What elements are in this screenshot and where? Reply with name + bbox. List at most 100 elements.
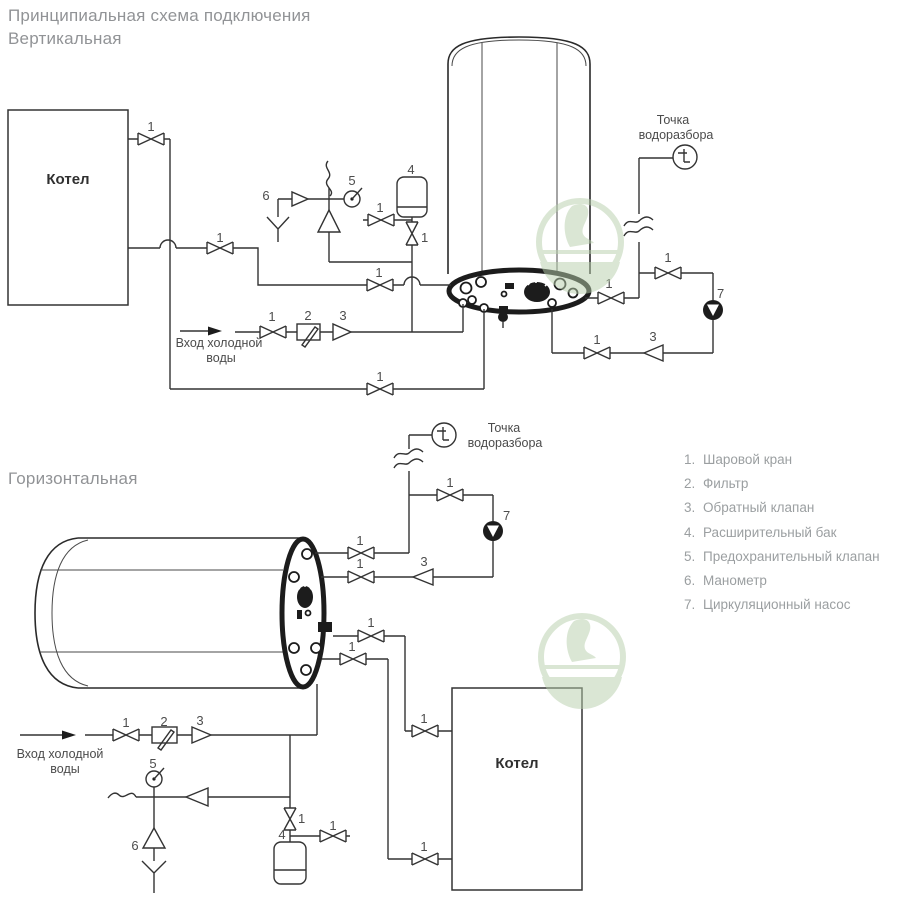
marker-1: 1 bbox=[446, 475, 453, 490]
marker-3: 3 bbox=[339, 308, 346, 323]
expansion-tank-bottom bbox=[273, 841, 307, 885]
ball-valve bbox=[112, 728, 140, 742]
cold-inlet-text-1: Вход холодной bbox=[176, 336, 263, 350]
section-title-horizontal: Горизонтальная bbox=[8, 469, 138, 488]
cold-water-inlet-bottom: Вход холодной воды bbox=[17, 730, 104, 776]
tank-rolled-edge bbox=[51, 539, 89, 687]
legend-item: 1.Шаровой кран bbox=[684, 452, 792, 467]
marker-1: 1 bbox=[593, 332, 600, 347]
marker-4: 4 bbox=[407, 162, 414, 177]
thermostat-knob bbox=[524, 282, 550, 302]
pipe-runs-vertical-scheme bbox=[128, 138, 714, 390]
tank-seams bbox=[481, 43, 558, 272]
boiler-box bbox=[7, 109, 129, 306]
relief-valve-icon bbox=[141, 826, 167, 849]
filter-bottom bbox=[151, 726, 178, 751]
cold-inlet-text-2: воды bbox=[206, 351, 235, 365]
page-title: Принципиальная схема подключения bbox=[8, 6, 311, 25]
marker-3: 3 bbox=[420, 554, 427, 569]
marker-1: 1 bbox=[356, 556, 363, 571]
ball-valve bbox=[366, 382, 394, 396]
marker-1: 1 bbox=[376, 369, 383, 384]
ball-valves-vertical-scheme bbox=[137, 132, 682, 396]
watermark-logo-bottom bbox=[538, 613, 626, 709]
safety-group-top bbox=[266, 160, 363, 262]
gauge-needle bbox=[153, 767, 165, 780]
ball-valve bbox=[597, 291, 625, 305]
legend-item: 7.Циркуляционный насос bbox=[684, 597, 851, 612]
marker-1: 1 bbox=[375, 265, 382, 280]
pipe-break-icon bbox=[107, 792, 137, 799]
marker-6: 6 bbox=[131, 838, 138, 853]
cold-inlet-text-1: Вход холодной bbox=[17, 747, 104, 761]
ball-valve bbox=[411, 852, 439, 866]
pipe-break-icon bbox=[623, 216, 654, 237]
flange-details bbox=[288, 548, 332, 676]
check-valve bbox=[184, 786, 209, 808]
check-valve bbox=[332, 322, 353, 342]
drain-funnel-icon bbox=[141, 860, 167, 893]
filter-mesh-icon bbox=[301, 326, 319, 348]
ball-valve bbox=[339, 652, 367, 666]
flow-arrow-icon bbox=[208, 326, 222, 336]
ball-valve bbox=[347, 570, 375, 584]
marker-2: 2 bbox=[304, 308, 311, 323]
flange-details bbox=[458, 276, 579, 328]
ball-valve bbox=[347, 546, 375, 560]
filter-mesh-icon bbox=[157, 729, 175, 751]
tank-body bbox=[447, 36, 591, 274]
legend-item: 3.Обратный клапан bbox=[684, 500, 814, 515]
draw-off-point-bottom: Точка водоразбора bbox=[431, 421, 542, 450]
marker-2: 2 bbox=[160, 714, 167, 729]
marker-1: 1 bbox=[298, 811, 305, 826]
markers-horizontal-scheme: 1 1 1 3 7 1 1 1 1 1 1 4 1 2 3 5 6 bbox=[122, 475, 510, 854]
marker-1: 1 bbox=[268, 309, 275, 324]
marker-3: 3 bbox=[649, 329, 656, 344]
pipe-runs-horizontal-scheme bbox=[85, 434, 494, 861]
pipe-break-icon bbox=[393, 448, 424, 469]
marker-7: 7 bbox=[717, 286, 724, 301]
tap-icon bbox=[431, 422, 457, 448]
marker-4: 4 bbox=[278, 827, 285, 842]
drain-fitting bbox=[499, 306, 508, 312]
marker-1: 1 bbox=[356, 533, 363, 548]
filter-top bbox=[296, 323, 321, 348]
circulation-pump-bottom bbox=[483, 521, 503, 541]
scheme-vertical: Котел bbox=[7, 36, 724, 396]
marker-1: 1 bbox=[367, 615, 374, 630]
marker-1: 1 bbox=[421, 230, 428, 245]
scheme-horizontal: Котел Вход холодной воды bbox=[17, 421, 583, 893]
tap-icon bbox=[672, 144, 698, 170]
legend-item: 6.Манометр bbox=[684, 573, 767, 588]
tank-body bbox=[34, 537, 302, 689]
marker-5: 5 bbox=[348, 173, 355, 188]
legend-item: 4.Расширительный бак bbox=[684, 525, 837, 540]
ball-valve bbox=[259, 325, 287, 339]
tap-text-1: Точка bbox=[488, 421, 521, 435]
spring-icon bbox=[325, 160, 333, 197]
marker-1: 1 bbox=[605, 276, 612, 291]
boiler-label: Котел bbox=[495, 755, 538, 772]
marker-5: 5 bbox=[149, 756, 156, 771]
marker-1: 1 bbox=[420, 839, 427, 854]
recirc-port bbox=[547, 298, 557, 308]
marker-6: 6 bbox=[262, 188, 269, 203]
safety-group-bottom bbox=[107, 767, 167, 893]
circulation-pump-top bbox=[703, 300, 723, 320]
check-valve bbox=[411, 567, 434, 587]
marker-1: 1 bbox=[122, 715, 129, 730]
marker-1: 1 bbox=[329, 818, 336, 833]
ball-valve bbox=[583, 346, 611, 360]
watermark-logo-top bbox=[536, 198, 624, 294]
tank-seams bbox=[40, 569, 283, 653]
tap-text-2: водоразбора bbox=[639, 128, 714, 142]
ball-valve bbox=[366, 278, 394, 292]
ball-valves-horizontal-scheme bbox=[112, 488, 464, 866]
marker-1: 1 bbox=[664, 250, 671, 265]
ball-valve bbox=[654, 266, 682, 280]
ball-valve bbox=[436, 488, 464, 502]
vent-valve-icon bbox=[291, 190, 310, 208]
draw-off-point-top: Точка водоразбора bbox=[639, 113, 714, 170]
